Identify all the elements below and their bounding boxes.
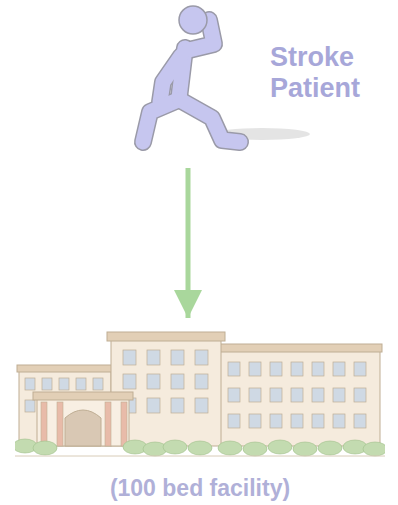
- capacity-label: (100 bed facility): [15, 475, 385, 501]
- flow-arrow: [186, 168, 191, 318]
- hospital-node: (100 bed facility): [15, 318, 385, 503]
- patient-node: Stroke Patient: [120, 0, 398, 168]
- hospital-illustration: [15, 318, 385, 468]
- node-label: Stroke Patient: [270, 42, 398, 104]
- patient-figure: [143, 6, 240, 142]
- hospital-building: [15, 332, 385, 456]
